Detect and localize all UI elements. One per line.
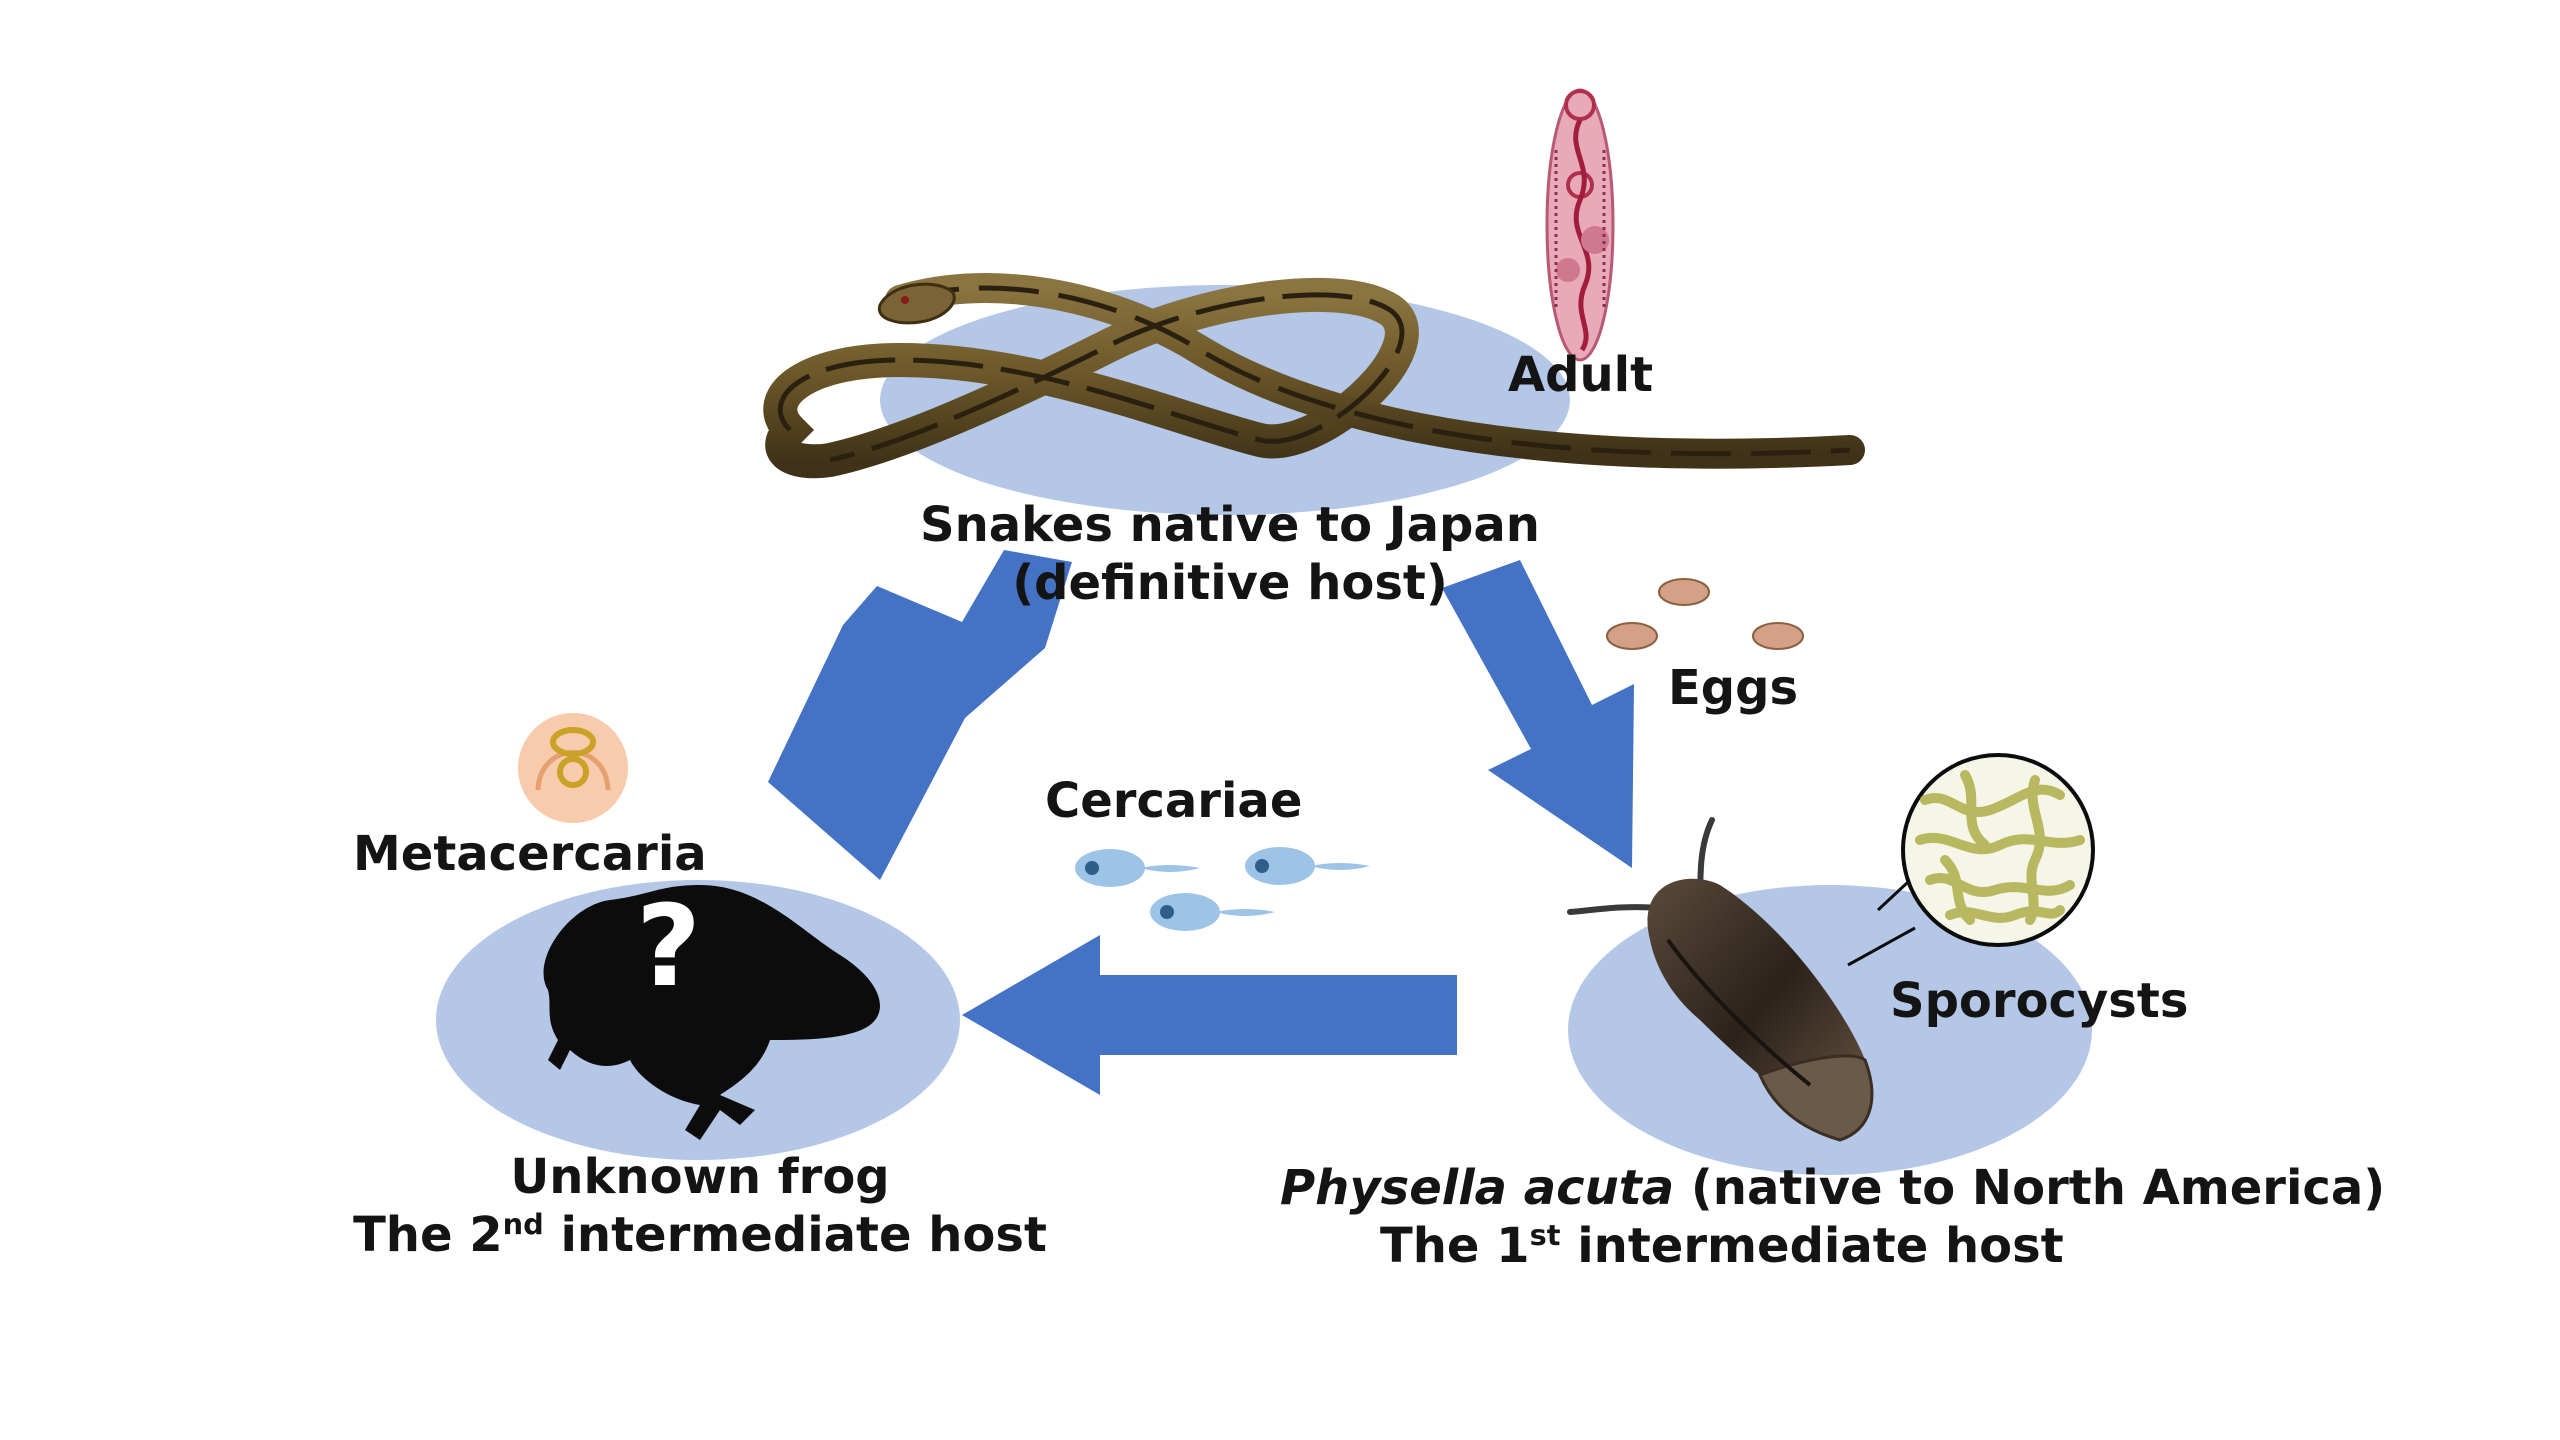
arrow-frog-to-snake xyxy=(768,550,1072,880)
snail-icon xyxy=(1567,817,1874,1142)
definitive-host-line1: Snakes native to Japan xyxy=(920,497,1540,553)
adult-fluke-icon xyxy=(1545,88,1615,362)
cercaria xyxy=(1075,849,1200,887)
egg xyxy=(1658,578,1710,606)
frog-silhouette-icon xyxy=(543,885,880,1140)
first-host-species: Physella acuta xyxy=(1280,1160,1675,1216)
metacercaria-icon xyxy=(518,713,628,823)
arrow-snail-to-frog xyxy=(962,935,1457,1095)
unknown-mark: ? xyxy=(636,882,701,1012)
sporocysts-label: Sporocysts xyxy=(1890,973,2189,1029)
cercariae-label: Cercariae xyxy=(1045,773,1303,829)
arrow-snake-to-snail xyxy=(1442,560,1634,868)
cercaria xyxy=(1245,847,1370,885)
second-host-role: The 2nd intermediate host xyxy=(353,1206,1047,1263)
first-host-line1: Physella acuta (native to North America) xyxy=(1280,1160,2385,1218)
adult-label: Adult xyxy=(1508,347,1654,403)
metacercaria-label: Metacercaria xyxy=(353,826,707,882)
definitive-host-line2: (definitive host) xyxy=(1012,554,1448,611)
egg xyxy=(1606,622,1658,650)
cercaria xyxy=(1150,893,1275,931)
first-host-origin: (native to North America) xyxy=(1690,1160,2386,1216)
snake-icon xyxy=(763,273,1865,479)
eggs-label: Eggs xyxy=(1668,660,1799,716)
sporocyst-magnifier xyxy=(1847,753,2095,967)
first-host-label: Physella acuta (native to North America)… xyxy=(1280,1160,2385,1275)
egg xyxy=(1752,622,1804,650)
second-host-line1: Unknown frog xyxy=(510,1149,890,1205)
second-host-label: Unknown frog The 2nd intermediate host xyxy=(320,1149,1080,1264)
first-host-role: The 1st intermediate host xyxy=(1380,1217,2064,1274)
definitive-host-label: Snakes native to Japan (definitive host) xyxy=(900,497,1560,612)
